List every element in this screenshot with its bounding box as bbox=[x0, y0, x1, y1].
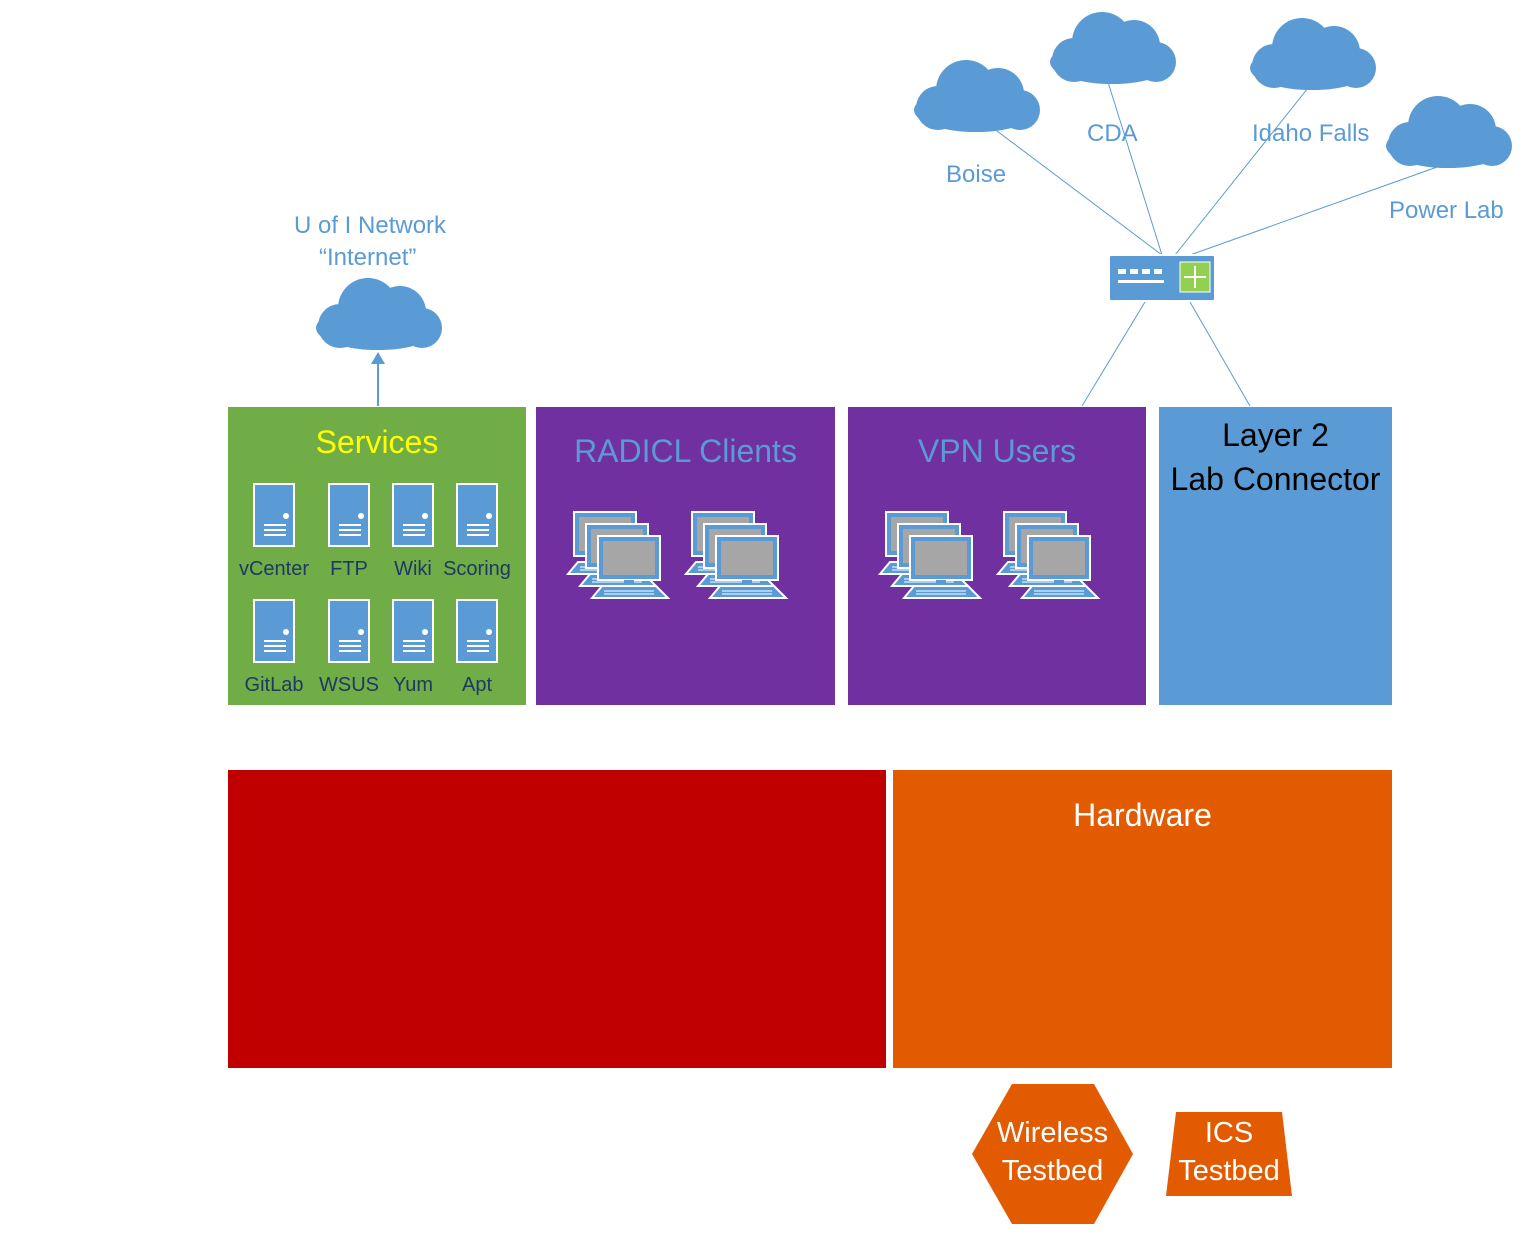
hardware-panel: Hardware bbox=[893, 770, 1392, 1068]
wireless-testbed-line2: Testbed bbox=[1001, 1155, 1104, 1187]
wireless-testbed-line1: Wireless bbox=[996, 1117, 1109, 1149]
service-label-scoring: Scoring bbox=[443, 558, 511, 580]
service-label-vcenter: vCenter bbox=[238, 558, 310, 580]
router-links bbox=[992, 81, 1441, 407]
hardware-title: Hardware bbox=[1073, 797, 1212, 833]
service-label-wiki: Wiki bbox=[394, 558, 432, 580]
service-label-wsus: WSUS bbox=[319, 674, 379, 696]
service-label-gitlab: GitLab bbox=[244, 674, 304, 696]
internet-uplink-arrow bbox=[371, 352, 385, 406]
site-label-cda: CDA bbox=[1087, 120, 1138, 147]
radicl-clients-title: RADICL Clients bbox=[574, 433, 797, 469]
layer2-title-line2: Lab Connector bbox=[1170, 461, 1381, 497]
site-label-boise: Boise bbox=[946, 161, 1007, 188]
cloud-icon bbox=[1050, 12, 1176, 84]
layer2-panel-bg bbox=[1159, 407, 1392, 705]
ics-testbed-shape bbox=[1166, 1112, 1292, 1196]
layer2-panel: Layer 2 Lab Connector bbox=[1159, 407, 1392, 705]
cloud-icon bbox=[316, 278, 442, 350]
cloud-icon bbox=[1386, 96, 1512, 168]
site-label-idaho-falls: Idaho Falls bbox=[1252, 120, 1370, 147]
ics-testbed-line2: Testbed bbox=[1178, 1155, 1280, 1187]
service-label-apt: Apt bbox=[461, 674, 493, 696]
router-icon bbox=[1108, 254, 1216, 302]
red-block bbox=[228, 770, 886, 1068]
internet-label-line1: U of I Network bbox=[294, 212, 447, 239]
internet-label-line2: “Internet” bbox=[319, 244, 417, 271]
services-panel: Services vCenter FTP Wiki Scoring GitLab… bbox=[228, 407, 526, 705]
hardware-panel-bg bbox=[893, 770, 1392, 1068]
ics-testbed-line1: ICS bbox=[1204, 1117, 1254, 1149]
vpn-users-title: VPN Users bbox=[917, 433, 1077, 469]
service-label-ftp: FTP bbox=[330, 558, 368, 580]
vpn-users-panel: VPN Users bbox=[848, 407, 1146, 705]
service-label-yum: Yum bbox=[392, 674, 434, 696]
services-title: Services bbox=[315, 424, 439, 460]
wireless-testbed-shape bbox=[972, 1084, 1133, 1224]
layer2-title-line1: Layer 2 bbox=[1222, 417, 1329, 453]
radicl-clients-panel: RADICL Clients bbox=[536, 407, 835, 705]
site-label-power-lab: Power Lab bbox=[1389, 197, 1504, 224]
cloud-icon bbox=[1250, 18, 1376, 90]
cloud-icon bbox=[914, 60, 1040, 132]
